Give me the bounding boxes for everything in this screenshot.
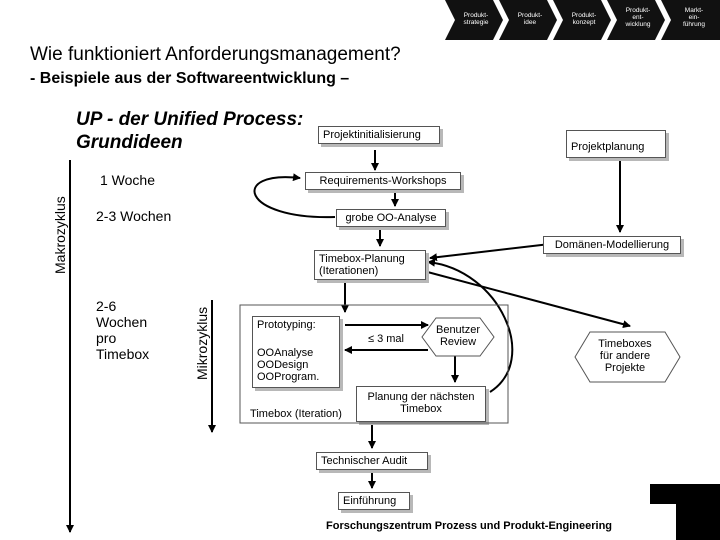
nav-label-5: Markt- ein- führung xyxy=(682,7,706,28)
logo-block-top xyxy=(650,484,720,504)
box-benutzer-review: Benutzer Review xyxy=(425,318,491,356)
box-timebox-planung: Timebox-Planung (Iterationen) xyxy=(314,250,426,280)
box-einfuehrung: Einführung xyxy=(338,492,410,510)
box-projektplanung: Projektplanung xyxy=(566,130,666,158)
box-domaenen-modellierung: Domänen-Modellierung xyxy=(543,236,681,254)
label-2-6-wochen: 2-6 Wochen pro Timebox xyxy=(96,298,150,362)
box-prototyping: Prototyping: OOAnalyse OODesign OOProgra… xyxy=(252,316,340,388)
up-title-line2: Grundideen xyxy=(76,132,183,153)
nav-chevrons xyxy=(445,0,720,40)
label-timeboxes-andere: Timeboxes für andere Projekte xyxy=(598,338,652,374)
box-requirements-workshops: Requirements-Workshops xyxy=(305,172,461,190)
up-title: UP - der Unified Process: Grundideen xyxy=(76,108,303,154)
page-title: Wie funktioniert Anforderungsmanagement? xyxy=(30,44,401,65)
label-le-3-mal: ≤ 3 mal xyxy=(368,333,404,345)
up-title-line1: UP - der Unified Process: xyxy=(76,109,304,130)
nav-label-2: Produkt- idee xyxy=(517,12,543,26)
oo-list: OOAnalyse OODesign OOProgram. xyxy=(257,347,320,383)
page-subtitle: - Beispiele aus der Softwareentwicklung … xyxy=(30,70,350,87)
process-nav: Produkt- strategie Produkt- idee Produkt… xyxy=(445,0,720,40)
footer-text: Forschungszentrum Prozess und Produkt-En… xyxy=(326,520,613,532)
box-projektinitialisierung: Projektinitialisierung xyxy=(318,126,440,144)
nav-label-3: Produkt- konzept xyxy=(571,12,597,26)
label-timebox-iteration: Timebox (Iteration) xyxy=(250,408,342,420)
nav-chevron-2[interactable] xyxy=(499,0,557,40)
nav-chevron-5[interactable] xyxy=(661,0,720,40)
nav-chevron-1[interactable] xyxy=(445,0,503,40)
box-technischer-audit: Technischer Audit xyxy=(316,452,428,470)
label-2-3-wochen: 2-3 Wochen xyxy=(96,208,172,224)
logo-block-bottom xyxy=(676,504,720,540)
nav-chevron-3[interactable] xyxy=(553,0,611,40)
nav-label-1: Produkt- strategie xyxy=(463,12,489,26)
prototyping-label: Prototyping: xyxy=(257,319,316,331)
nav-label-4: Produkt- ent- wicklung xyxy=(625,7,651,28)
box-grobe-oo-analyse: grobe OO-Analyse xyxy=(336,209,446,227)
label-1-woche: 1 Woche xyxy=(100,172,155,188)
box-planung-naechste: Planung der nächsten Timebox xyxy=(356,386,486,422)
nav-chevron-4[interactable] xyxy=(607,0,665,40)
